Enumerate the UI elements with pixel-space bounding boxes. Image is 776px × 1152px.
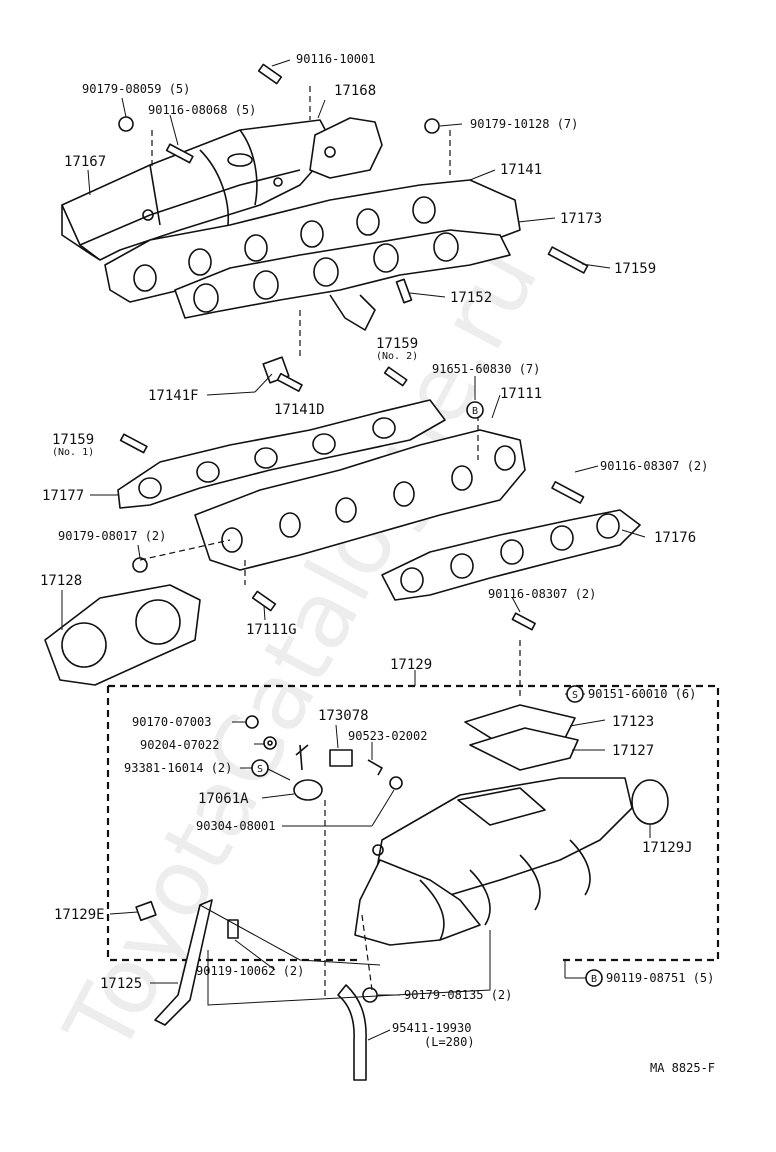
bolt-90119-10062 — [227, 919, 239, 939]
washer-90204-07022 — [263, 736, 277, 750]
label-93381-16014: 93381-16014 (2) — [124, 761, 232, 775]
gasket-17128 — [44, 584, 201, 686]
sensor-17111G — [251, 590, 277, 612]
label-90170-07003: 90170-07003 — [132, 715, 211, 729]
cover-plate-17168 — [309, 117, 383, 179]
label-90119-08751: 90119-08751 (5) — [606, 971, 714, 985]
stud-90116-10001 — [257, 63, 283, 85]
marker-s-90151: S — [566, 685, 584, 703]
label-17141: 17141 — [500, 162, 542, 178]
label-17129J: 17129J — [642, 840, 693, 856]
marker-b-90119: B — [585, 969, 603, 987]
cap-17129J — [631, 779, 669, 825]
gasket-17127 — [469, 727, 579, 771]
label-17176: 17176 — [654, 530, 696, 546]
stud-90116-08307-a — [551, 481, 585, 504]
bolt-90116-08068 — [165, 143, 194, 164]
label-90116-08307-b: 90116-08307 (2) — [488, 587, 596, 601]
label-90116-10001: 90116-10001 — [296, 52, 375, 66]
label-90179-08135: 90179-08135 (2) — [404, 988, 512, 1002]
nut-90179-08017 — [132, 557, 148, 573]
diagram-code: MA 8825-F — [650, 1061, 715, 1075]
upper-intake-chamber-17167 — [61, 119, 337, 261]
gasket-17176 — [381, 509, 641, 601]
label-90119-10062: 90119-10062 (2) — [196, 964, 304, 978]
label-17159: 17159 — [614, 261, 656, 277]
gasket-90304-08001 — [389, 776, 403, 790]
label-17129E: 17129E — [54, 907, 105, 923]
label-17159-no2-sub: (No. 2) — [376, 351, 418, 362]
stud-17152 — [395, 278, 413, 304]
svg-text:B: B — [472, 406, 478, 417]
label-17111G: 17111G — [246, 622, 297, 638]
label-17159-no1-sub: (No. 1) — [52, 447, 94, 458]
plenum-17129 — [354, 777, 633, 946]
label-17167: 17167 — [64, 154, 106, 170]
label-17168: 17168 — [334, 83, 376, 99]
marker-s-93381: S — [251, 759, 269, 777]
label-17125: 17125 — [100, 976, 142, 992]
svg-text:S: S — [257, 764, 263, 775]
stud-17141D — [276, 372, 303, 392]
marker-b-91651: B — [466, 401, 484, 419]
label-90179-10128: 90179-10128 (7) — [470, 117, 578, 131]
valve-17061A — [293, 744, 323, 801]
label-17061A: 17061A — [198, 791, 249, 807]
stud-17159 — [547, 246, 589, 274]
svg-text:S: S — [572, 690, 578, 701]
sensor-17129E — [135, 900, 157, 922]
label-17141F: 17141F — [148, 388, 199, 404]
part-labels: 90116-10001 90179-08059 (5) 17168 90116-… — [40, 52, 715, 1075]
label-17129: 17129 — [390, 657, 432, 673]
label-90179-08017: 90179-08017 (2) — [58, 529, 166, 543]
label-90116-08068: 90116-08068 (5) — [148, 103, 256, 117]
label-17123: 17123 — [612, 714, 654, 730]
label-95411-length: (L=280) — [424, 1035, 475, 1049]
svg-text:B: B — [591, 974, 597, 985]
gasket-17173 — [174, 229, 511, 331]
label-17128: 17128 — [40, 573, 82, 589]
gasket-17177 — [117, 399, 446, 509]
label-91651-60830: 91651-60830 (7) — [432, 362, 540, 376]
clip-90523-02002 — [367, 759, 383, 776]
label-90523-02002: 90523-02002 — [348, 729, 427, 743]
label-90151-60010: 90151-60010 (6) — [588, 687, 696, 701]
label-90116-08307-a: 90116-08307 (2) — [600, 459, 708, 473]
hose-95411-19930 — [337, 984, 367, 1081]
stud-17159-no2 — [383, 366, 408, 387]
stud-90116-08307-b — [511, 612, 536, 631]
manifold-17111 — [194, 429, 526, 571]
label-17159-no1: 17159 — [52, 432, 94, 448]
label-17159-no2: 17159 — [376, 336, 418, 352]
label-17173: 17173 — [560, 211, 602, 227]
label-173078: 173078 — [318, 708, 369, 724]
nut-90179-08059 — [118, 116, 134, 132]
nut-90179-10128 — [424, 118, 440, 134]
label-90304-08001: 90304-08001 — [196, 819, 275, 833]
bracket-17125 — [154, 899, 213, 1026]
label-90179-08059: 90179-08059 (5) — [82, 82, 190, 96]
label-17141D: 17141D — [274, 402, 325, 418]
nut-90170-07003 — [245, 715, 259, 729]
assembly-17129-frame — [106, 684, 720, 962]
label-95411-19930: 95411-19930 — [392, 1021, 471, 1035]
stud-17159-no1 — [119, 433, 148, 454]
label-17111: 17111 — [500, 386, 542, 402]
label-17177: 17177 — [42, 488, 84, 504]
label-17152: 17152 — [450, 290, 492, 306]
nut-90179-08135 — [362, 987, 378, 1003]
manifold-port-holes — [133, 196, 436, 292]
label-17127: 17127 — [612, 743, 654, 759]
vsv-173078 — [329, 749, 353, 767]
label-90204-07022: 90204-07022 — [140, 738, 219, 752]
